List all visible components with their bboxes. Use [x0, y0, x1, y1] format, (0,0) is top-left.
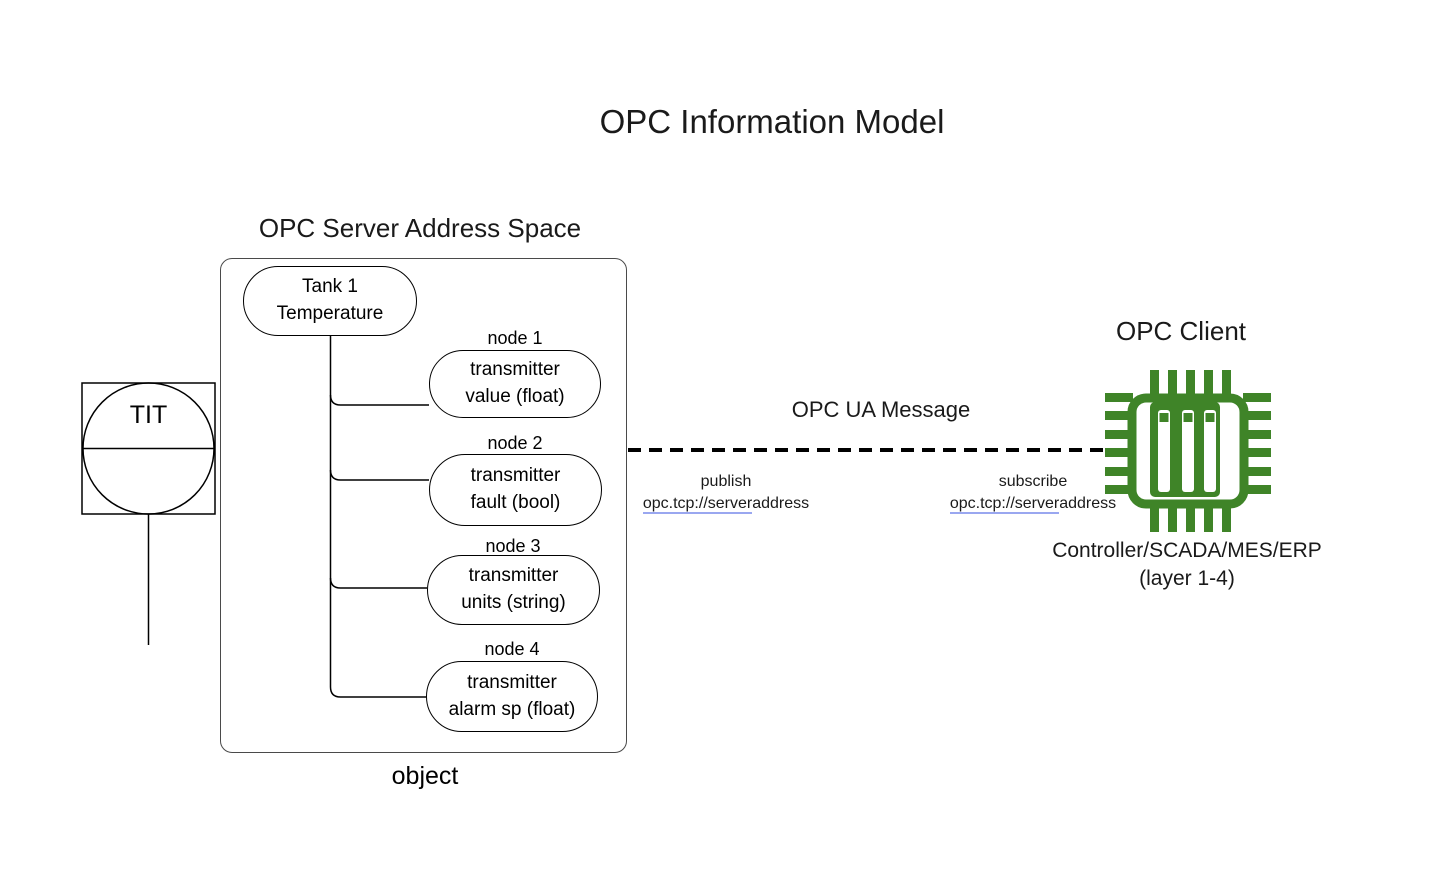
- subscribe-verb: subscribe: [998, 473, 1068, 490]
- opc-client-heading: OPC Client: [1115, 316, 1247, 346]
- chip-bottom-pins: [1150, 504, 1231, 532]
- node2-line2: fault (bool): [470, 492, 561, 513]
- client-caption-line1: Controller/SCADA/MES/ERP: [1052, 539, 1322, 562]
- node2-tag: node 2: [487, 433, 543, 453]
- node2-line1: transmitter: [470, 465, 561, 487]
- server-address-space-heading: OPC Server Address Space: [258, 213, 582, 243]
- node1-tag: node 1: [487, 328, 543, 348]
- chip-right-pins: [1243, 393, 1271, 494]
- node4-transmitter-alarm-sp: transmitter alarm sp (float): [426, 661, 598, 732]
- node1-line1: transmitter: [470, 359, 560, 381]
- subscribe-address: opc.tcp://serveraddress: [933, 493, 1133, 515]
- publish-verb: publish: [700, 473, 752, 490]
- node3-line1: transmitter: [468, 565, 559, 587]
- subscribe-address-link: opc.tcp://server: [949, 495, 1060, 515]
- node4-line1: transmitter: [467, 671, 557, 693]
- subscribe-address-tail: address: [1059, 495, 1117, 513]
- page-title: OPC Information Model: [599, 103, 945, 140]
- tank-node-line2: Temperature: [276, 303, 384, 324]
- instrument-tit-label: TIT: [129, 401, 168, 429]
- tank-node-line1: Tank 1: [302, 276, 358, 298]
- node1-transmitter-value: transmitter value (float): [429, 350, 601, 418]
- publish-label-block: publish opc.tcp://serveraddress: [626, 471, 826, 515]
- node-tank1-temperature: Tank 1 Temperature: [243, 266, 417, 336]
- chip-icon: [1105, 370, 1271, 532]
- chip-top-pins: [1150, 370, 1231, 398]
- node1-line2: value (float): [465, 386, 565, 407]
- publish-address-tail: address: [752, 495, 810, 513]
- chip-left-pins: [1105, 393, 1133, 494]
- subscribe-label-block: subscribe opc.tcp://serveraddress: [933, 471, 1133, 515]
- node3-line2: units (string): [461, 592, 566, 613]
- publish-address-link: opc.tcp://server: [642, 495, 753, 515]
- publish-address: opc.tcp://serveraddress: [626, 493, 826, 515]
- opc-ua-message-label: OPC UA Message: [791, 397, 971, 422]
- object-caption: object: [391, 762, 459, 790]
- server-address-space-box: [220, 258, 627, 753]
- node2-transmitter-fault: transmitter fault (bool): [429, 454, 602, 526]
- node4-line2: alarm sp (float): [448, 698, 576, 720]
- node3-transmitter-units: transmitter units (string): [427, 555, 600, 625]
- client-caption-line2: (layer 1-4): [1139, 566, 1235, 590]
- client-caption: Controller/SCADA/MES/ERP (layer 1-4): [1037, 537, 1337, 593]
- node4-tag: node 4: [484, 639, 540, 659]
- node3-tag: node 3: [485, 536, 541, 556]
